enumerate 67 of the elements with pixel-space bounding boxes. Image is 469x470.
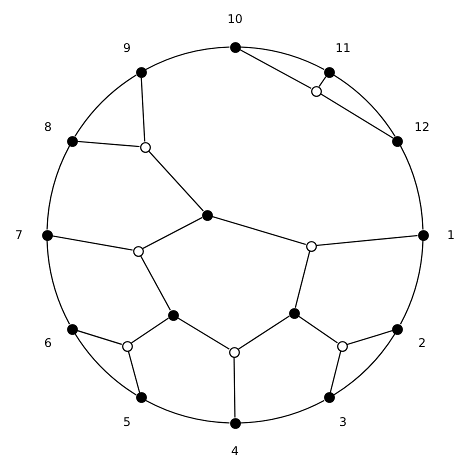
edge-line [177, 317, 230, 350]
circle-arc [74, 333, 137, 396]
edge-line [320, 93, 394, 139]
edge-line [238, 316, 290, 350]
edge-line [316, 234, 418, 246]
filled-node [202, 210, 212, 220]
edge-line [298, 316, 338, 344]
filled-node [168, 310, 178, 320]
node-number: 1 [447, 228, 455, 242]
circle-arc [333, 74, 396, 137]
filled-node [392, 324, 404, 334]
hollow-node [336, 340, 348, 352]
edge-line [131, 318, 169, 344]
hollow-node [140, 142, 150, 152]
filled-node [418, 230, 428, 240]
node-number: 11 [335, 40, 351, 55]
edge-line [140, 256, 171, 310]
filled-node [392, 136, 404, 146]
edge-line [142, 217, 202, 249]
filled-node [324, 66, 334, 78]
edge-line [212, 216, 306, 245]
edge-line [77, 330, 122, 345]
filled-node [230, 418, 240, 428]
node-number: 6 [44, 336, 52, 350]
node-number: 8 [44, 120, 52, 134]
hollow-node [310, 86, 322, 96]
node-number: 9 [123, 40, 131, 55]
circle-arc [46, 146, 70, 230]
circle-arc [74, 74, 137, 137]
circle-arc [146, 400, 230, 424]
edge-line [347, 330, 393, 345]
filled-node [42, 230, 52, 240]
hollow-node [132, 246, 144, 256]
hollow-node [228, 346, 240, 358]
hollow-node [122, 340, 132, 352]
node-number: 2 [418, 336, 426, 350]
filled-node [324, 392, 334, 404]
edge-line [240, 49, 312, 89]
edge-line [78, 140, 140, 148]
filled-node [66, 324, 78, 334]
filled-node [136, 66, 146, 78]
filled-node [136, 392, 146, 404]
edge-line [140, 78, 146, 142]
node-number: 4 [231, 444, 239, 458]
node-number: 7 [15, 228, 23, 242]
circle-arc [146, 46, 230, 70]
circle-arc [46, 240, 70, 324]
circle-arc [400, 240, 424, 324]
edge-line [52, 235, 133, 251]
node-number: 10 [227, 12, 243, 26]
edge-line [128, 351, 140, 393]
filled-node [230, 42, 240, 52]
edge-line [318, 76, 326, 87]
node-number: 5 [123, 415, 131, 430]
circle-arc [400, 146, 424, 230]
circle-arc [240, 400, 324, 424]
edge-line [148, 150, 204, 212]
node-number: 12 [414, 120, 430, 134]
hollow-node [306, 240, 316, 252]
circle-arc [333, 333, 396, 396]
edge-line [294, 251, 310, 308]
filled-node [66, 136, 78, 146]
node-number: 3 [339, 415, 347, 430]
circle-arc [240, 46, 324, 70]
filled-node [288, 308, 300, 318]
edge-line [233, 357, 236, 418]
edge-line [330, 351, 342, 393]
